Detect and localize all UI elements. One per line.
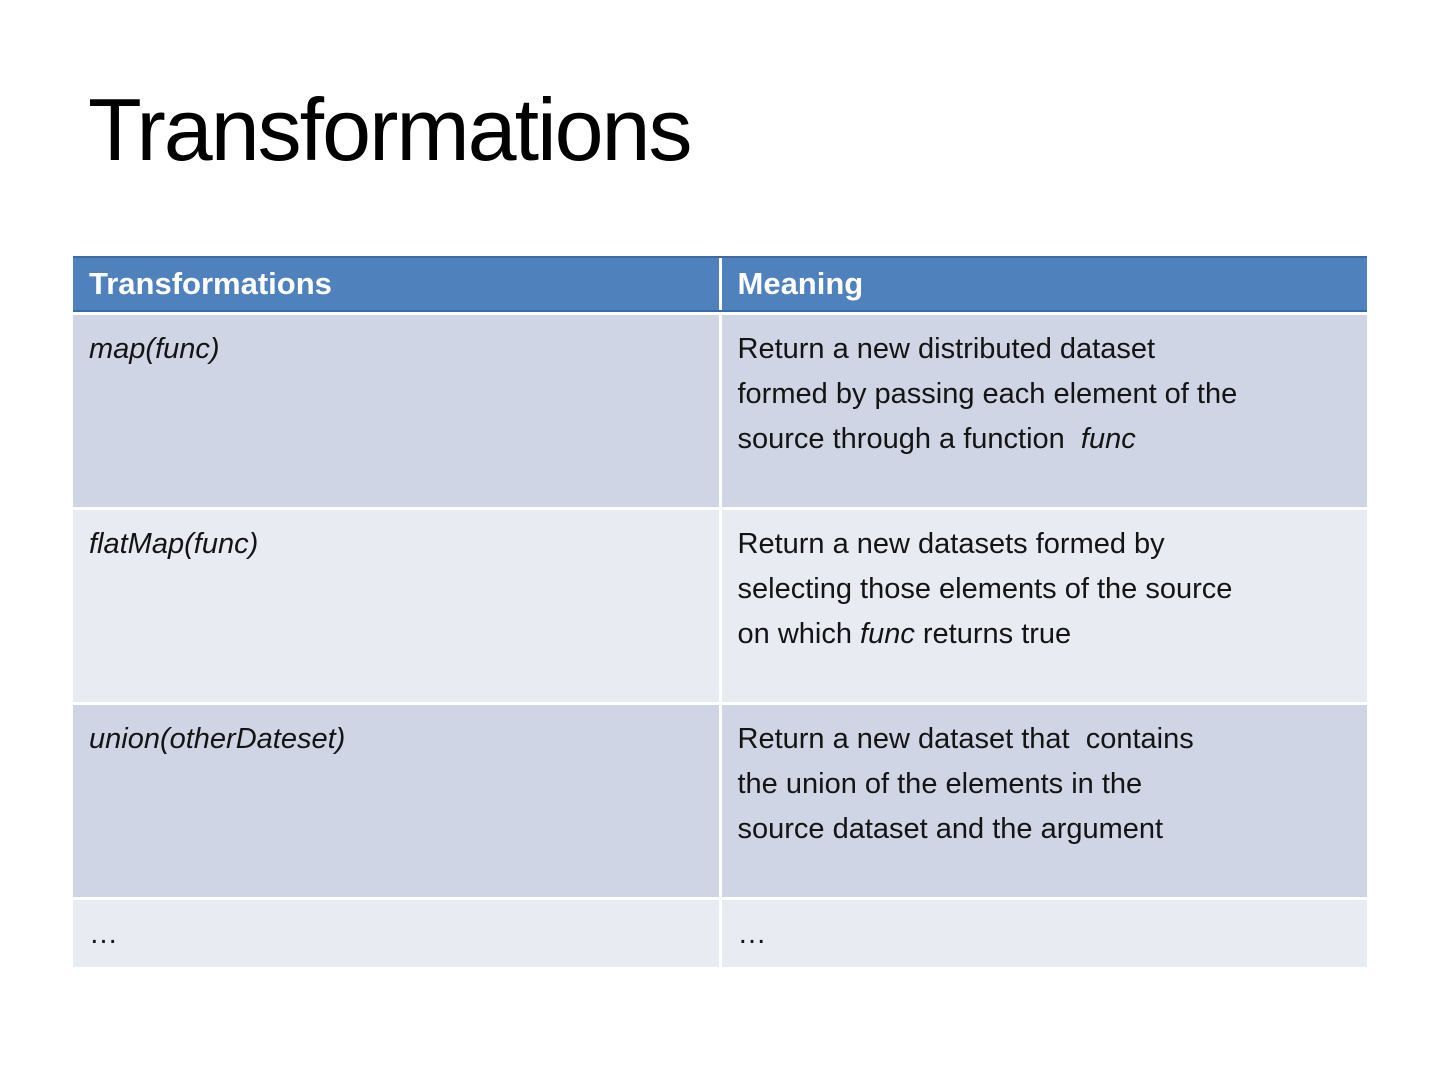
transformation-cell: union(otherDateset) [73, 705, 719, 897]
meaning-cell: Return a new datasets formed by selectin… [721, 510, 1367, 702]
header-cell-transformations: Transformations [73, 258, 719, 310]
transformation-cell: … [73, 900, 719, 967]
table-row: … … [73, 900, 1367, 967]
transformations-table: Transformations Meaning map(func) Return… [73, 256, 1367, 967]
text: Return a new distributed dataset formed … [737, 333, 1238, 455]
table-body: map(func) Return a new distributed datas… [73, 315, 1367, 967]
text: returns true [914, 618, 1072, 650]
meaning-cell: … [721, 900, 1367, 967]
meaning-cell: Return a new distributed dataset formed … [721, 315, 1367, 507]
table-row: union(otherDateset) Return a new dataset… [73, 705, 1367, 897]
text: … [89, 918, 118, 950]
header-cell-meaning: Meaning [721, 258, 1367, 310]
table-header-row: Transformations Meaning [73, 256, 1367, 312]
italic-text: func [1080, 423, 1136, 455]
text: Return a new dataset that contains the u… [737, 723, 1194, 845]
slide-title: Transformations [88, 80, 692, 179]
italic-text: map(func) [89, 333, 220, 365]
text: … [737, 918, 767, 950]
italic-text: func [860, 618, 915, 650]
italic-text: union(otherDateset) [89, 723, 346, 755]
italic-text: flatMap(func) [89, 528, 259, 560]
transformation-cell: map(func) [73, 315, 719, 507]
text: Return a new datasets formed by selectin… [737, 528, 1233, 650]
table-row: flatMap(func) Return a new datasets form… [73, 510, 1367, 702]
table-row: map(func) Return a new distributed datas… [73, 315, 1367, 507]
transformation-cell: flatMap(func) [73, 510, 719, 702]
meaning-cell: Return a new dataset that contains the u… [721, 705, 1367, 897]
